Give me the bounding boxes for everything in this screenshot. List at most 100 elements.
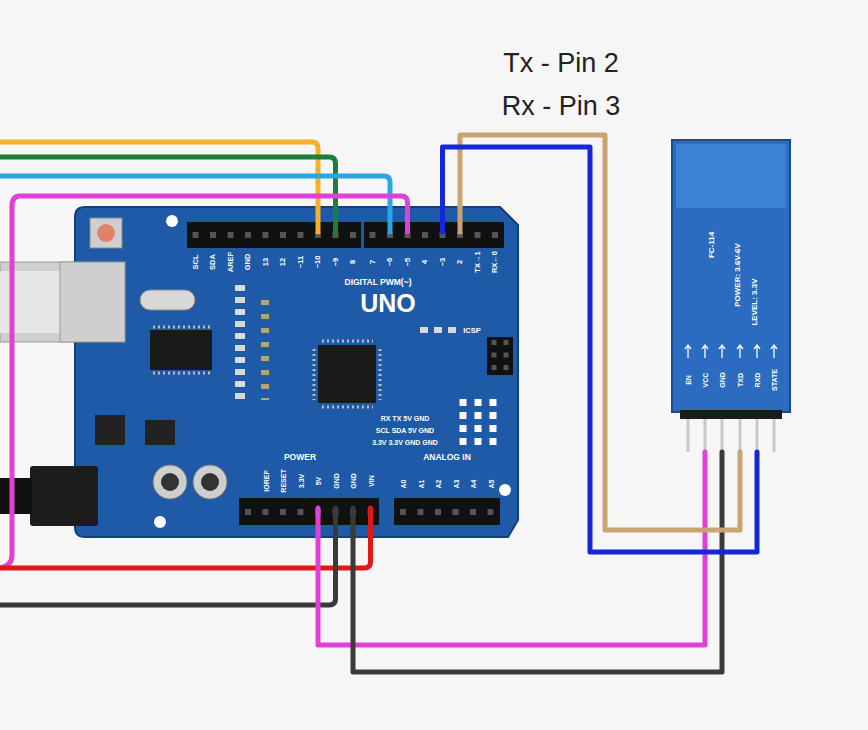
module-pin: [704, 419, 707, 452]
pin-name: AREF: [227, 252, 235, 272]
pin-name: ~5: [404, 258, 412, 267]
pin-header: [239, 498, 379, 525]
pin-name: SDA: [209, 254, 217, 270]
module-pin: [773, 419, 776, 452]
smd-parts: [261, 300, 269, 400]
capacitor: [153, 465, 187, 499]
pin-name: GND: [332, 473, 339, 489]
pin-arrow: [702, 345, 708, 358]
dc-jack: [30, 466, 98, 526]
pin-name: RX←0: [491, 251, 499, 273]
chip-pins: [322, 406, 373, 409]
pin-name: ~6: [386, 258, 394, 267]
pin-arrow: [754, 345, 760, 358]
header-holes: [245, 509, 376, 515]
pin-arrow: [685, 345, 691, 358]
wire: [443, 147, 758, 552]
wire-stub: [458, 207, 463, 232]
pin-name: RESET: [280, 469, 287, 492]
pin-name: 7: [369, 260, 377, 264]
usb-chip: [150, 330, 212, 370]
microcontroller: [318, 345, 376, 403]
heading-note: Tx - Pin 2: [503, 50, 619, 77]
pin-name: A2: [435, 480, 442, 489]
pin-name: ~10: [314, 256, 322, 269]
chip-pins: [322, 340, 373, 343]
pin-name: GND: [244, 254, 252, 271]
chip-pins: [153, 372, 210, 375]
pin-header: [364, 222, 504, 248]
pin-name: ~11: [297, 256, 305, 268]
pin-name: 13: [262, 258, 270, 266]
pin-name: ~3: [439, 258, 447, 267]
icsp-header: [487, 337, 513, 375]
module-board: [672, 140, 790, 412]
pin-header: [394, 498, 500, 525]
module-pin: [739, 419, 742, 452]
silkscreen-label: SCL SDA 5V GND: [376, 427, 434, 434]
board-name: UNO: [360, 291, 416, 316]
module-pins: [688, 419, 774, 452]
pin-arrow: [737, 345, 743, 358]
header-title: ANALOG IN: [423, 453, 471, 462]
wire: [0, 508, 336, 605]
wire: [0, 196, 408, 568]
silkscreen-label: DIGITAL PWM(~): [345, 278, 412, 287]
pin-name: STATE: [771, 369, 778, 391]
pin-name: IOREF: [262, 470, 269, 491]
wire-stub: [316, 508, 321, 537]
wire: [353, 452, 722, 672]
module-rating: LEVEL: 3.3V: [751, 278, 759, 325]
pin-name: 5V: [315, 477, 322, 486]
regulator: [145, 420, 175, 445]
module-pin: [756, 419, 759, 452]
pin-name: 4: [421, 260, 429, 264]
solder-pads: [490, 399, 497, 449]
module-pin: [687, 419, 690, 452]
silkscreen-label: ICSP: [463, 327, 481, 335]
wire-stub: [440, 207, 445, 232]
pin-name: VIN: [367, 475, 374, 487]
silkscreen-label: RX TX 5V GND: [381, 415, 430, 422]
chip-pins: [379, 349, 382, 400]
regulator: [95, 415, 125, 445]
wire: [0, 508, 371, 568]
loose-wires: [0, 142, 460, 605]
smd-parts: [420, 327, 460, 333]
pin-arrow: [771, 345, 777, 358]
silkscreen-label: 3.3V 3.3V GND GND: [372, 439, 438, 446]
pin-name: SCL: [192, 255, 200, 270]
header-title: POWER: [284, 453, 316, 462]
reset-button: [90, 218, 122, 248]
pin-name: A5: [487, 480, 494, 489]
pin-name: A1: [417, 480, 424, 489]
pin-arrow: [719, 345, 725, 358]
usb-jack-body: [60, 262, 125, 342]
capacitor: [193, 465, 227, 499]
solder-pads: [475, 399, 482, 449]
bluetooth-module: FC-114 POWER: 3.6V-6V LEVEL: 3.3V: [672, 140, 790, 452]
header-holes: [492, 340, 497, 373]
pin-name: RXD: [754, 373, 761, 388]
mounting-hole: [499, 484, 511, 496]
dc-jack-barrel: [0, 478, 32, 514]
pin-name: VCC: [702, 373, 709, 388]
antenna-area: [676, 144, 786, 208]
pin-name: TXD: [737, 373, 744, 387]
capacitor-top: [201, 473, 219, 491]
pin-name: GND: [719, 372, 726, 388]
pin-arrows: [685, 345, 777, 358]
module-pin: [721, 419, 724, 452]
pin-name: A4: [470, 480, 477, 489]
solder-pads: [460, 399, 467, 449]
module-rating: POWER: 3.6V-6V: [734, 243, 742, 307]
board-outline: [75, 207, 518, 537]
module-model: FC-114: [708, 232, 716, 258]
pin-name: TX→1: [474, 251, 482, 272]
pin-name: GND: [350, 473, 357, 489]
pin-name: EN: [685, 375, 692, 385]
